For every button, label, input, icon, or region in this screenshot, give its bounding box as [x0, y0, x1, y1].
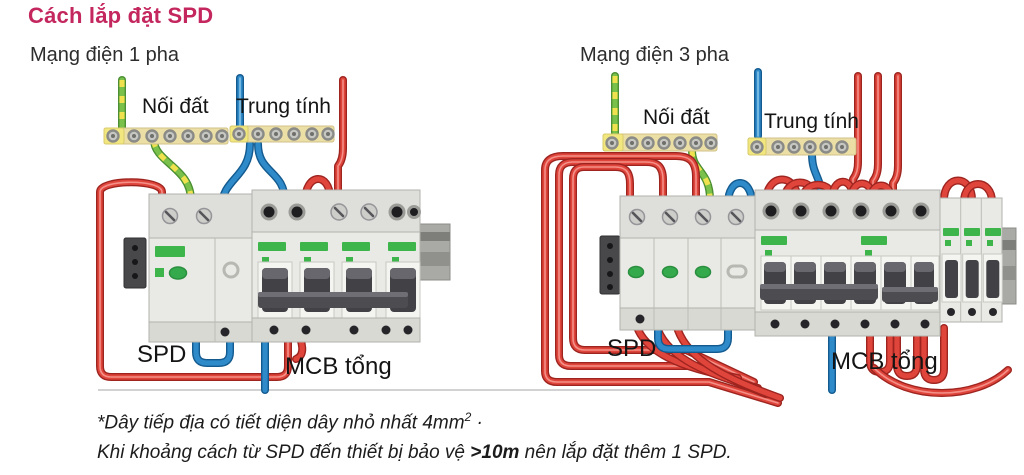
- ground-bus-bar: [602, 133, 718, 152]
- spd-terminal-screws: [628, 208, 745, 226]
- diagram-single-phase: [92, 76, 451, 398]
- diagram-three-phase: [540, 70, 1017, 405]
- spd-status-indicator: [627, 265, 645, 279]
- label-ground-single: Nối đất: [142, 95, 209, 118]
- neutral-bus-bar: [229, 125, 335, 143]
- din-rail: [599, 227, 1017, 305]
- mcb-brand-labels: [258, 242, 416, 264]
- footnote-2-post: nên lắp đặt thêm 1 SPD.: [519, 442, 732, 464]
- footnote-2-bold: >10m: [470, 442, 520, 464]
- footnote-2-pre: Khi khoảng cách từ SPD đến thiết bị bảo …: [97, 442, 471, 464]
- branch-mcb-devices: [939, 197, 1003, 323]
- page-title: Cách lắp đặt SPD: [28, 3, 214, 28]
- heading-three-phase: Mạng điện 3 pha: [580, 44, 730, 66]
- footnote-line-1: *Dây tiếp địa có tiết diện dây nhỏ nhất …: [97, 402, 732, 438]
- label-ground-three: Nối đất: [643, 106, 710, 129]
- mcb-bottom-terminals: [770, 319, 930, 329]
- mcb-bottom-terminals: [269, 325, 413, 335]
- label-mcb-three: MCB tổng: [831, 348, 938, 375]
- label-mcb-single: MCB tổng: [285, 353, 392, 380]
- mcb-brand-labels: [761, 236, 887, 257]
- spd-device: [619, 195, 756, 331]
- label-neutral-single: Trung tính: [236, 95, 331, 118]
- label-neutral-three: Trung tính: [764, 110, 859, 133]
- label-spd-three: SPD: [607, 335, 657, 362]
- ground-bus-bar: [103, 127, 229, 145]
- spd-status-indicator: [661, 265, 679, 279]
- mcb-toggles: [257, 261, 421, 319]
- spd-status-indicator: [168, 266, 188, 280]
- mcb-device: [251, 189, 421, 343]
- mcb-top-terminals: [260, 203, 421, 221]
- footnote-line-2: Khi khoảng cách từ SPD đến thiết bị bảo …: [97, 438, 732, 468]
- spd-terminal-screws: [161, 207, 213, 225]
- din-rail: [123, 223, 451, 289]
- footnotes: *Dây tiếp địa có tiết diện dây nhỏ nhất …: [97, 402, 732, 468]
- spd-status-indicator: [694, 265, 712, 279]
- heading-single-phase: Mạng điện 1 pha: [30, 44, 180, 66]
- mcb-top-terminals: [762, 202, 930, 220]
- neutral-bus-bar: [747, 137, 857, 156]
- mcb-device: [754, 189, 941, 337]
- bottom-divider-line: [98, 389, 660, 391]
- mcb-toggles: [760, 255, 940, 311]
- footnote-1-text: *Dây tiếp địa có tiết diện dây nhỏ nhất …: [97, 412, 465, 434]
- spd-device: [148, 193, 253, 343]
- footnote-1-superscript: 2: [464, 410, 472, 424]
- label-spd-single: SPD: [137, 341, 187, 368]
- footnote-1-tail: ·: [471, 412, 483, 434]
